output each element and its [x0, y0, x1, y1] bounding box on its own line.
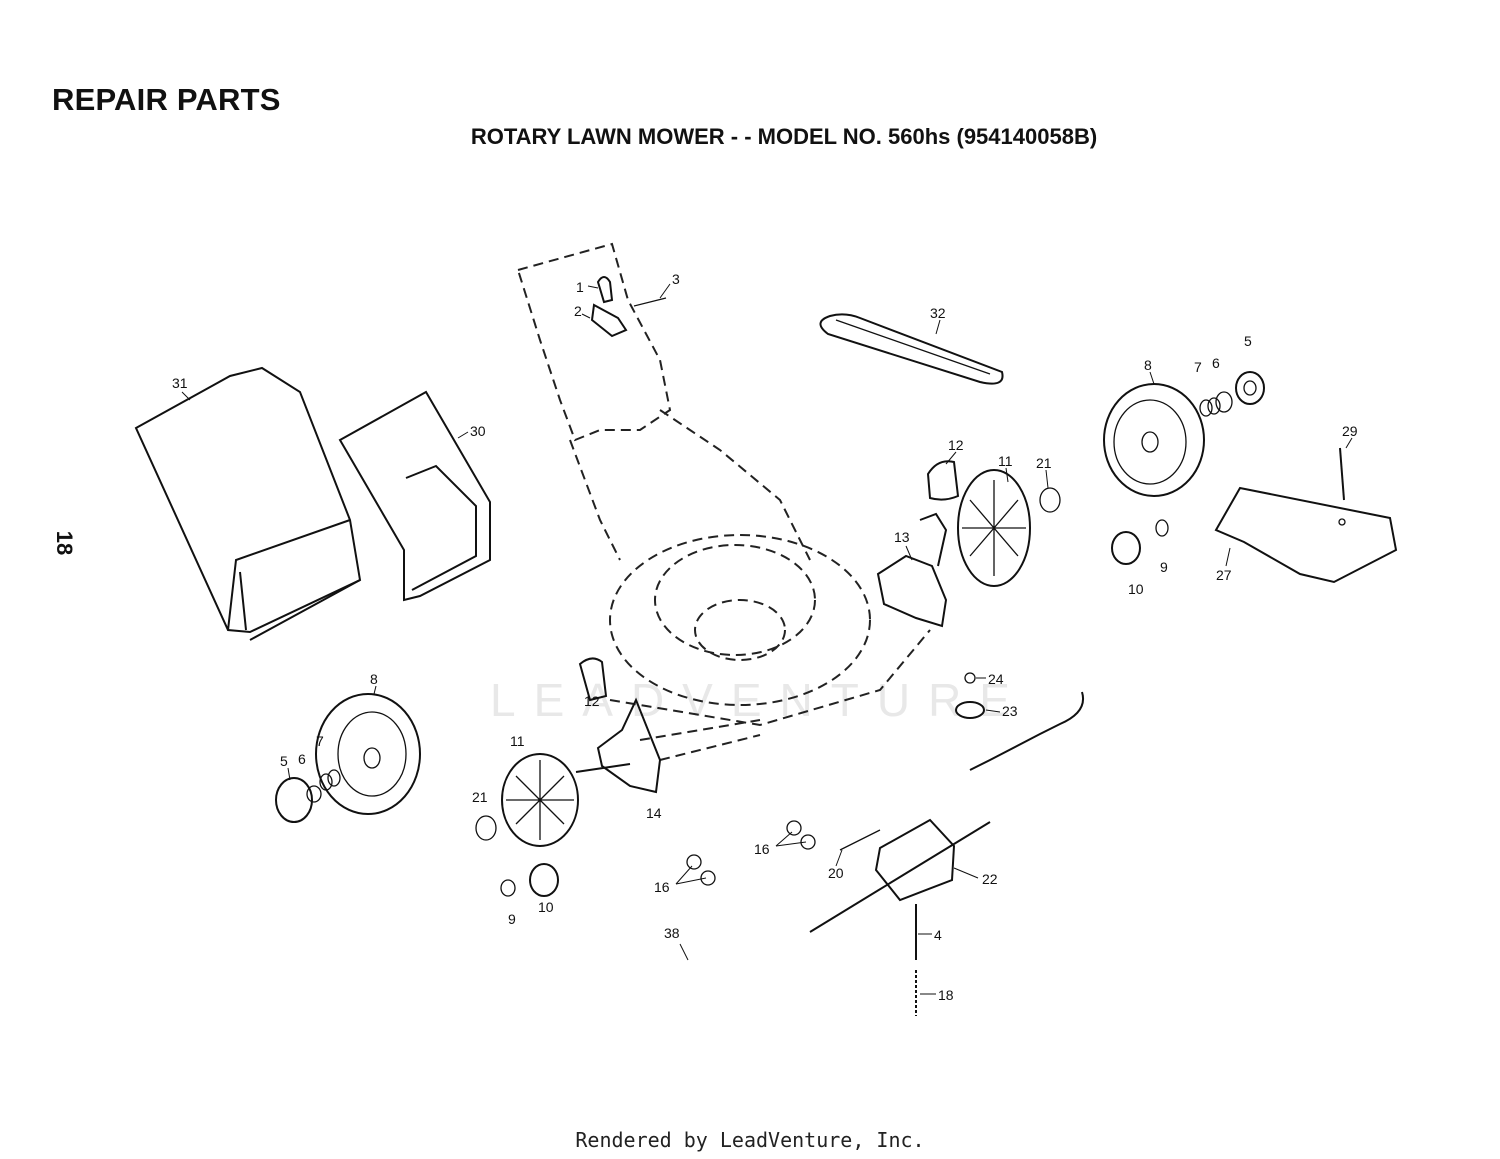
- height-adjuster-bracket-left: [575, 697, 662, 794]
- wheel-hardware-right: [1199, 371, 1265, 417]
- callout-18: 18: [938, 987, 954, 1003]
- pinion-gear-left: [500, 863, 559, 897]
- wheel-hardware-left: [275, 769, 341, 823]
- callout-24: 24: [988, 671, 1004, 687]
- callout-16-lower: 16: [654, 879, 670, 895]
- height-adjuster-knob-right: [926, 460, 960, 501]
- callout-38: 38: [664, 925, 680, 941]
- drive-cable: [969, 691, 1084, 771]
- callout-6-right: 6: [1212, 355, 1220, 371]
- pulley-23: [955, 701, 985, 719]
- callout-8-right: 8: [1144, 357, 1152, 373]
- callout-5-right: 5: [1244, 333, 1252, 349]
- callout-30: 30: [470, 423, 486, 439]
- callout-9-right: 9: [1160, 559, 1168, 575]
- callout-labels: 1 2 3 32 8 7 6 5 31 30 12 11 21 29 13 10…: [172, 271, 1358, 1003]
- callout-3: 3: [672, 271, 680, 287]
- callout-13: 13: [894, 529, 910, 545]
- callout-2: 2: [574, 303, 582, 319]
- callout-10-right: 10: [1128, 581, 1144, 597]
- callout-6-left: 6: [298, 751, 306, 767]
- callout-11-left: 11: [510, 733, 525, 749]
- callout-7-right: 7: [1194, 359, 1202, 375]
- transmission-22: [809, 818, 991, 933]
- pinion-gear-right: [1111, 519, 1169, 565]
- grass-bag: [134, 366, 362, 641]
- control-lever-assembly: [590, 276, 667, 338]
- page-heading: REPAIR PARTS: [52, 82, 281, 117]
- callout-12-right: 12: [948, 437, 964, 453]
- callout-29: 29: [1342, 423, 1358, 439]
- callout-14: 14: [646, 805, 662, 821]
- rear-deflector: [1214, 486, 1398, 584]
- callout-22: 22: [982, 871, 998, 887]
- callout-21-left: 21: [472, 789, 488, 805]
- callout-1: 1: [576, 279, 584, 295]
- callout-27: 27: [1216, 567, 1232, 583]
- handle-outline: [516, 242, 811, 561]
- washer-left: [475, 815, 497, 841]
- spring-20: [839, 829, 881, 851]
- callout-21-right: 21: [1036, 455, 1052, 471]
- callout-31: 31: [172, 375, 188, 391]
- mower-deck-outline: [609, 534, 931, 761]
- hex-nuts-16: [686, 820, 816, 886]
- nut-24: [964, 672, 976, 684]
- callout-9-left: 9: [508, 911, 516, 927]
- rear-wheel-right: [1103, 383, 1205, 497]
- callout-8-left: 8: [370, 671, 378, 687]
- wheel-cover-left: [501, 753, 579, 847]
- drive-belt: [819, 313, 1004, 385]
- callout-11-right: 11: [998, 453, 1013, 469]
- model-subheading: ROTARY LAWN MOWER - - MODEL NO. 560hs (9…: [470, 124, 1098, 149]
- callout-7-left: 7: [316, 733, 324, 749]
- callout-5-left: 5: [280, 753, 288, 769]
- callout-10-left: 10: [538, 899, 554, 915]
- callout-leaders: [181, 283, 1353, 995]
- footer-credit: Rendered by LeadVenture, Inc.: [575, 1128, 925, 1152]
- callout-16-upper: 16: [754, 841, 770, 857]
- height-adjuster-knob-left: [578, 657, 608, 702]
- screw-29: [1339, 447, 1345, 501]
- callout-20: 20: [828, 865, 844, 881]
- rear-wheel-left: [315, 693, 421, 815]
- bag-frame: [338, 390, 491, 602]
- callout-32: 32: [930, 305, 946, 321]
- wheel-cover-right: [957, 469, 1031, 587]
- watermark-text: LEADVENTURE: [490, 674, 1028, 726]
- washer-right: [1039, 487, 1061, 513]
- callout-4: 4: [934, 927, 942, 943]
- callout-12-left: 12: [584, 693, 600, 709]
- height-adjuster-bracket-right: [876, 512, 948, 628]
- callout-23: 23: [1002, 703, 1018, 719]
